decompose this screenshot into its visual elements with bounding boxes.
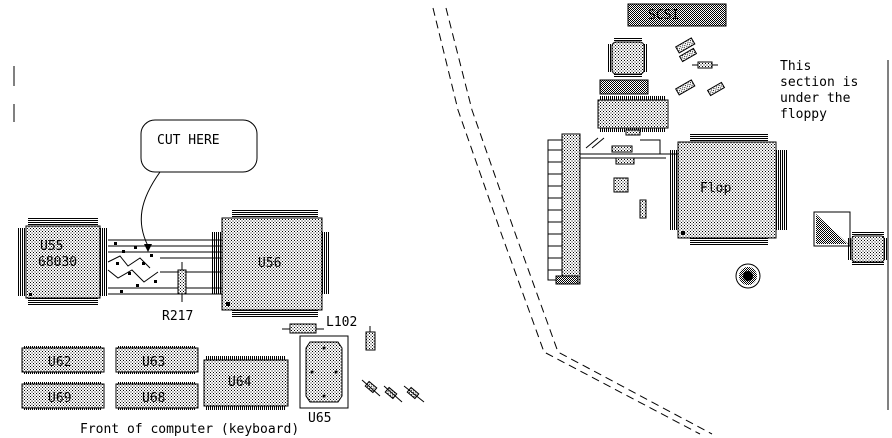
small-components-top <box>675 37 726 97</box>
flop-chip <box>670 134 788 246</box>
u62-chip <box>21 346 105 374</box>
r217-resistor <box>177 262 187 302</box>
u64-chip <box>203 356 289 410</box>
floppy-note-line-4: floppy <box>780 107 827 122</box>
front-caption: Front of computer (keyboard) <box>80 422 299 437</box>
u63-chip <box>115 346 199 374</box>
small-diagonal-components <box>361 379 425 403</box>
r217-label: R217 <box>162 309 193 324</box>
u55-label: U55 <box>40 239 63 254</box>
l102-label: L102 <box>326 315 357 330</box>
l102-inductor <box>282 323 324 334</box>
floppy-note-line-2: section is <box>780 75 858 90</box>
small-chip-right <box>848 232 888 266</box>
small-resistor <box>625 129 641 136</box>
small-square-chip <box>608 38 648 78</box>
u64-label: U64 <box>228 375 252 390</box>
u68-chip <box>115 382 199 410</box>
right-dip-chip <box>597 96 669 132</box>
cut-here-callout <box>140 119 258 173</box>
connector-end <box>555 275 579 285</box>
u56-chip <box>212 210 330 318</box>
small-component <box>365 326 376 351</box>
cut-here-pointer <box>140 171 161 247</box>
floppy-boundary <box>432 7 713 435</box>
cut-arrowhead <box>144 244 152 252</box>
round-capacitor <box>735 263 761 289</box>
floppy-note-line-3: under the <box>780 91 851 106</box>
u55-u56-traces <box>107 239 222 295</box>
connector-pins <box>548 149 562 271</box>
u65-label: U65 <box>308 411 331 426</box>
via-dots <box>114 242 157 293</box>
vertical-connector <box>547 133 581 285</box>
cut-here-label: CUT HERE <box>157 133 220 148</box>
scsi-chip <box>627 3 727 27</box>
u62-label: U62 <box>48 355 71 370</box>
u55-cpu-chip <box>18 218 108 306</box>
flop-label: Flop <box>700 181 731 196</box>
u68-label: U68 <box>142 391 165 406</box>
u55-part-label: 68030 <box>38 255 77 270</box>
floppy-note-line-1: This <box>780 59 811 74</box>
u69-label: U69 <box>48 391 71 406</box>
small-components-mid <box>611 145 647 219</box>
u56-label: U56 <box>258 256 281 271</box>
diagonal-square-component <box>813 211 851 247</box>
u65-chip <box>299 335 349 409</box>
scsi-label: SCSI <box>648 8 679 23</box>
dark-chip <box>599 79 649 95</box>
u63-label: U63 <box>142 355 165 370</box>
u69-chip <box>21 382 105 410</box>
